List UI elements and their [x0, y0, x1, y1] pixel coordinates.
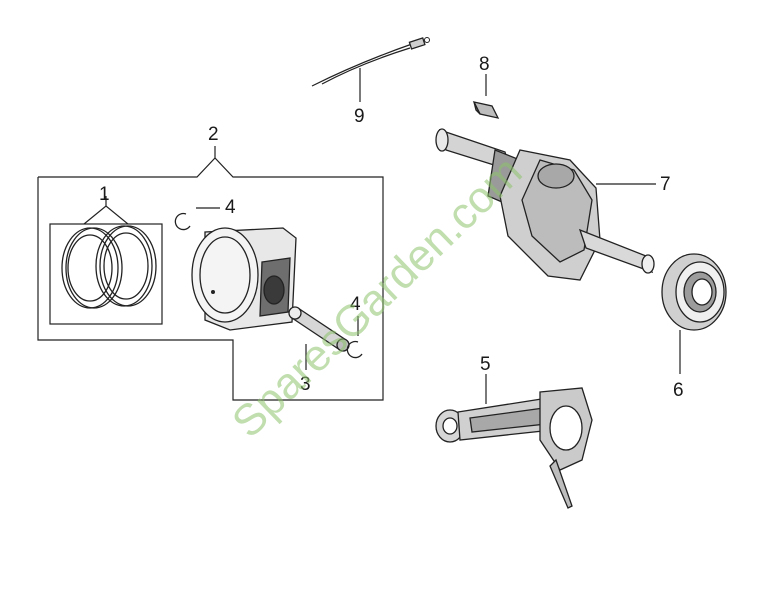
piston-pin — [288, 306, 350, 370]
crankshaft — [435, 128, 656, 281]
callout-4-lower: 4 — [350, 294, 361, 315]
callout-6: 6 — [673, 380, 684, 401]
piston-rings — [49, 196, 163, 325]
callout-9: 9 — [354, 106, 365, 127]
callout-7: 7 — [660, 174, 671, 195]
callout-4-upper: 4 — [225, 197, 236, 218]
connecting-rod — [435, 374, 593, 509]
callout-1: 1 — [99, 184, 110, 205]
woodruff-key — [472, 74, 500, 119]
callout-8: 8 — [479, 54, 490, 75]
piston — [191, 227, 297, 331]
assembly-outline — [37, 146, 384, 401]
callout-3: 3 — [300, 374, 311, 395]
callout-2: 2 — [208, 124, 219, 145]
wire — [311, 37, 430, 102]
circlip-upper — [174, 207, 220, 231]
ball-bearing — [661, 253, 727, 374]
callout-5: 5 — [480, 354, 491, 375]
circlip-lower — [346, 316, 363, 359]
